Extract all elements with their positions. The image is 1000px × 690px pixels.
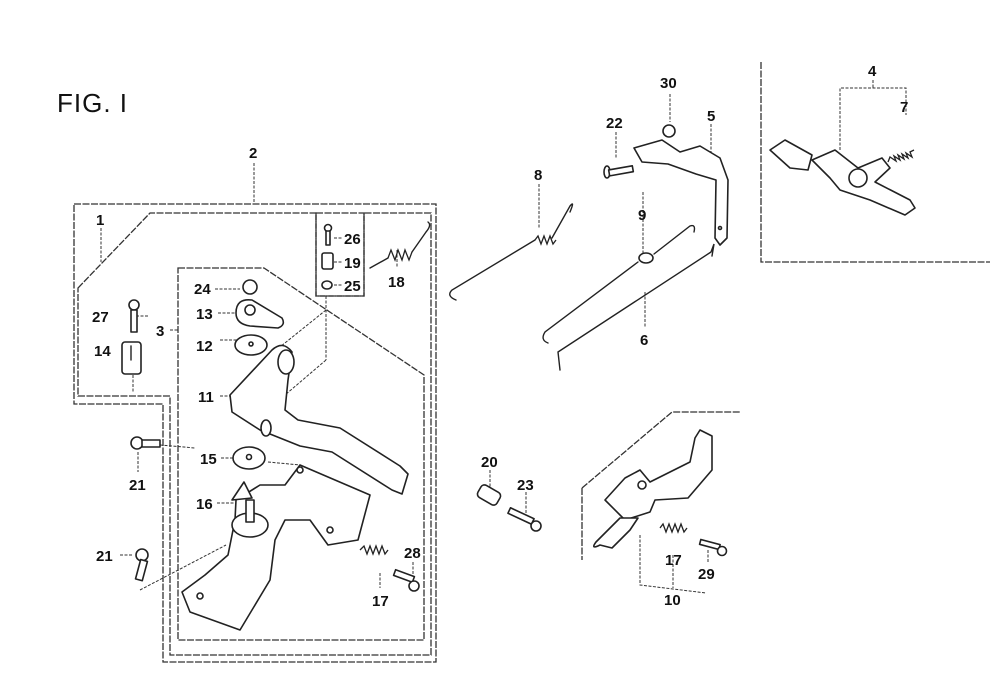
callout-3: 3 (156, 323, 164, 340)
callout-29: 29 (698, 566, 715, 583)
part-lever-11 (229, 344, 409, 495)
part-spring-17-right (659, 522, 688, 534)
parts (121, 124, 916, 631)
part-bolt-29 (698, 538, 728, 557)
part-nut-30 (662, 124, 676, 138)
callout-5: 5 (707, 108, 715, 125)
figure-title: FIG. I (57, 88, 128, 118)
part-plate-13 (235, 298, 285, 329)
callout-labels: 1 2 3 4 5 6 7 8 9 10 11 12 13 14 15 16 1… (92, 63, 908, 610)
part-washer-15 (232, 446, 266, 470)
part-bolt-21-lower (134, 548, 149, 582)
callout-22: 22 (606, 115, 623, 132)
callout-13: 13 (196, 306, 213, 323)
callout-12: 12 (196, 338, 213, 355)
frame-assembly-1 (77, 212, 432, 656)
callout-19: 19 (344, 255, 361, 272)
part-nut-25 (321, 280, 333, 290)
callout-21-upper: 21 (129, 477, 146, 494)
callout-6: 6 (640, 332, 648, 349)
part-bolt-22 (603, 164, 635, 179)
callout-11: 11 (198, 389, 214, 406)
part-bolt-26 (323, 223, 333, 246)
part-bolt-23 (507, 506, 542, 532)
part-spacer-19 (321, 252, 334, 270)
part-rod-8 (449, 203, 574, 301)
callout-17-right: 17 (665, 552, 682, 569)
part-collar-20 (476, 484, 502, 506)
part-clip-14 (121, 341, 142, 375)
callout-28: 28 (404, 545, 421, 562)
part-bolt-27 (128, 299, 140, 333)
callout-21-lower: 21 (96, 548, 113, 565)
callout-25: 25 (344, 278, 361, 295)
part-rod-9 (542, 224, 696, 344)
callout-2: 2 (249, 145, 257, 162)
callout-27: 27 (92, 309, 109, 326)
callout-14: 14 (94, 343, 111, 360)
part-governor-assembly-10 (592, 429, 713, 549)
frame-insert-4 (760, 62, 990, 263)
part-rod-6 (557, 243, 715, 371)
part-bolt-21-upper (130, 436, 161, 450)
part-spring-17-left (359, 544, 389, 556)
callout-23: 23 (517, 477, 534, 494)
frame-bolt-group (315, 212, 365, 297)
callout-15: 15 (200, 451, 217, 468)
callout-26: 26 (344, 231, 361, 248)
part-nut-24 (242, 279, 258, 295)
frame-assembly-10 (581, 411, 740, 489)
callout-1: 1 (96, 212, 104, 229)
part-lever-4 (769, 139, 916, 216)
part-spring-7 (887, 149, 915, 163)
part-arm-5 (633, 139, 729, 246)
part-bolt-28 (392, 568, 420, 592)
part-bracket-16 (181, 464, 371, 631)
assembly-frames (73, 62, 990, 663)
frame-assembly-3 (177, 267, 425, 641)
callout-9: 9 (638, 207, 646, 224)
callout-4: 4 (868, 63, 877, 80)
callout-17-left: 17 (372, 593, 389, 610)
callout-8: 8 (534, 167, 542, 184)
callout-7: 7 (900, 99, 908, 116)
part-washer-12 (234, 334, 268, 356)
part-spring-18 (369, 221, 431, 269)
callout-30: 30 (660, 75, 677, 92)
callout-24: 24 (194, 281, 211, 298)
callout-20: 20 (481, 454, 498, 471)
callout-10: 10 (664, 592, 681, 609)
callout-18: 18 (388, 274, 405, 291)
frame-assembly-2 (73, 203, 437, 663)
callout-16: 16 (196, 496, 213, 513)
